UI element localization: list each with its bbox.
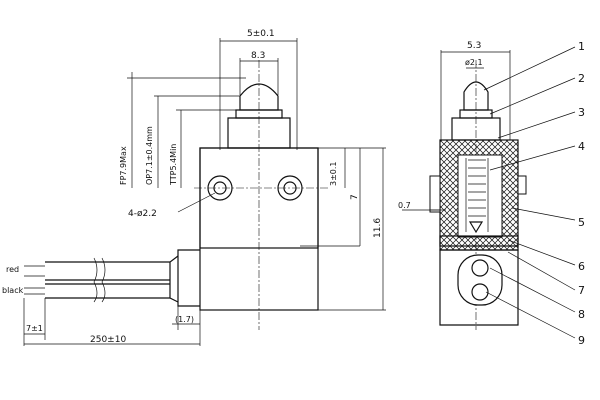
front-view: 5±0.1 8.3 red black: [2, 29, 386, 346]
callout-8: 8: [578, 308, 585, 321]
dim-total-height: 11.6: [373, 218, 383, 238]
dim-cable-gap: (1.7): [175, 315, 194, 324]
dim-lead-strip: 7±1: [26, 324, 43, 333]
section-view: 5.3 ø2.1 0.7 1 2 3 4 5: [398, 40, 585, 347]
dim-top-outer: 5±0.1: [247, 29, 275, 39]
dim-hole-spacing: 7: [350, 194, 360, 200]
wire-red-label: red: [6, 265, 19, 274]
dim-wall: 0.7: [398, 201, 411, 210]
callout-2: 2: [578, 72, 585, 85]
callout-1: 1: [578, 40, 585, 53]
callout-3: 3: [578, 106, 585, 119]
dim-side-width: 5.3: [467, 41, 481, 51]
dim-hole-offset: 3±0.1: [329, 161, 338, 186]
callout-5: 5: [578, 216, 585, 229]
dim-tt: TTP5.4Min: [169, 144, 178, 186]
dim-top-body: 8.3: [251, 51, 265, 61]
callout-6: 6: [578, 260, 585, 273]
callout-4: 4: [578, 140, 585, 153]
callout-9: 9: [578, 334, 585, 347]
dim-fp: FP7.9Max: [119, 146, 128, 185]
dim-cable-length: 250±10: [90, 335, 126, 345]
dim-hole: 4-ø2.2: [128, 209, 157, 219]
dim-plunger-dia: ø2.1: [465, 58, 483, 67]
wire-black-label: black: [2, 286, 24, 295]
callout-7: 7: [578, 284, 585, 297]
dim-op: OP7.1±0.4mm: [145, 126, 154, 185]
